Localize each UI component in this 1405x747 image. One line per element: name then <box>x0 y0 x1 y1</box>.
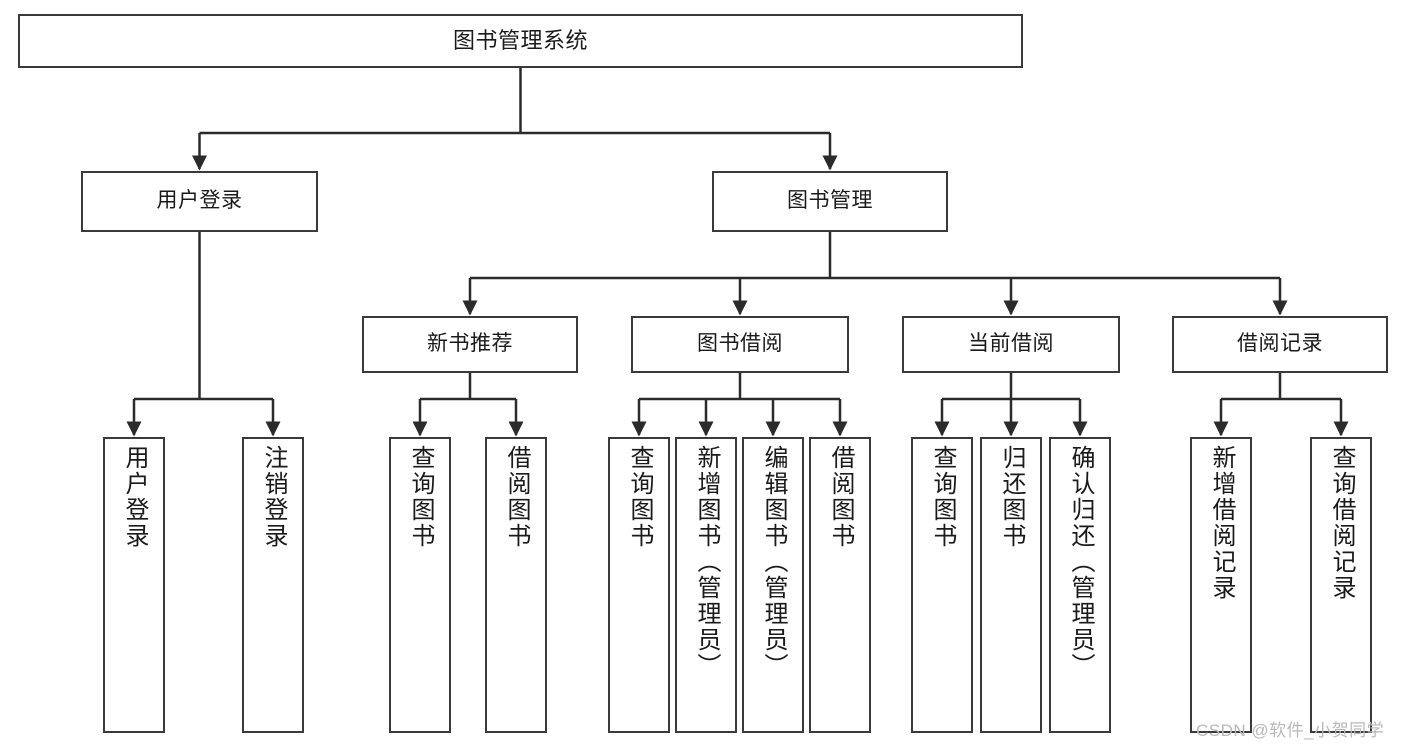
node-leaf-rec-query2[interactable]: 查询借阅记录 <box>1310 437 1372 733</box>
connector-bus <box>942 373 1080 401</box>
connector-bus <box>199 68 830 135</box>
node-label: 当前借阅 <box>968 332 1054 356</box>
node-label: 查询图书 <box>626 445 653 549</box>
node-label: 新增图书（管理员） <box>693 445 720 679</box>
node-book-manage[interactable]: 图书管理 <box>712 171 948 232</box>
connector-bus <box>134 232 273 401</box>
csdn-watermark: CSDN @软件_小贺同学 <box>1196 721 1385 740</box>
node-leaf-rec-add[interactable]: 新增借阅记录 <box>1190 437 1252 733</box>
node-label: 查询图书 <box>929 445 956 549</box>
node-label: 借阅图书 <box>503 445 530 549</box>
node-label: 查询借阅记录 <box>1328 445 1355 601</box>
node-leaf-cur-query[interactable]: 查询图书 <box>911 437 973 733</box>
node-root[interactable]: 图书管理系统 <box>18 14 1023 68</box>
node-leaf-borrow-query[interactable]: 查询图书 <box>608 437 670 733</box>
node-label: 用户登录 <box>156 189 243 213</box>
node-book-borrow[interactable]: 图书借阅 <box>631 316 849 373</box>
node-label: 用户登录 <box>121 445 148 549</box>
node-label: 图书管理 <box>787 189 873 213</box>
connector-bus <box>470 232 1280 280</box>
node-label: 归还图书 <box>998 445 1025 549</box>
node-leaf-borrow-add[interactable]: 新增图书（管理员） <box>675 437 737 733</box>
node-label: 图书管理系统 <box>452 28 588 54</box>
node-leaf-borrow-edit[interactable]: 编辑图书（管理员） <box>742 437 804 733</box>
node-leaf-cur-return[interactable]: 归还图书 <box>980 437 1042 733</box>
node-label: 新增借阅记录 <box>1208 445 1235 601</box>
node-leaf-rec-query[interactable]: 查询图书 <box>389 437 451 733</box>
node-current-borrow[interactable]: 当前借阅 <box>902 316 1120 373</box>
node-new-book-rec[interactable]: 新书推荐 <box>362 316 578 373</box>
node-label: 借阅记录 <box>1237 332 1323 356</box>
node-label: 借阅图书 <box>827 445 854 549</box>
node-leaf-cur-confirm[interactable]: 确认归还（管理员） <box>1049 437 1111 733</box>
node-label: 新书推荐 <box>427 332 513 356</box>
connector-bus <box>639 373 840 401</box>
node-label: 图书借阅 <box>697 332 783 356</box>
connector-bus <box>1221 373 1341 401</box>
node-label: 编辑图书（管理员） <box>760 445 787 679</box>
node-leaf-user-logout[interactable]: 注销登录 <box>242 437 304 733</box>
node-leaf-user-login[interactable]: 用户登录 <box>103 437 165 733</box>
node-label: 查询图书 <box>407 445 434 549</box>
node-leaf-borrow-lend[interactable]: 借阅图书 <box>809 437 871 733</box>
node-label: 注销登录 <box>260 445 287 549</box>
node-borrow-record[interactable]: 借阅记录 <box>1172 316 1388 373</box>
node-leaf-rec-borrow[interactable]: 借阅图书 <box>485 437 547 733</box>
node-user-login[interactable]: 用户登录 <box>81 171 318 232</box>
connector-bus <box>420 373 516 401</box>
node-label: 确认归还（管理员） <box>1067 445 1094 679</box>
